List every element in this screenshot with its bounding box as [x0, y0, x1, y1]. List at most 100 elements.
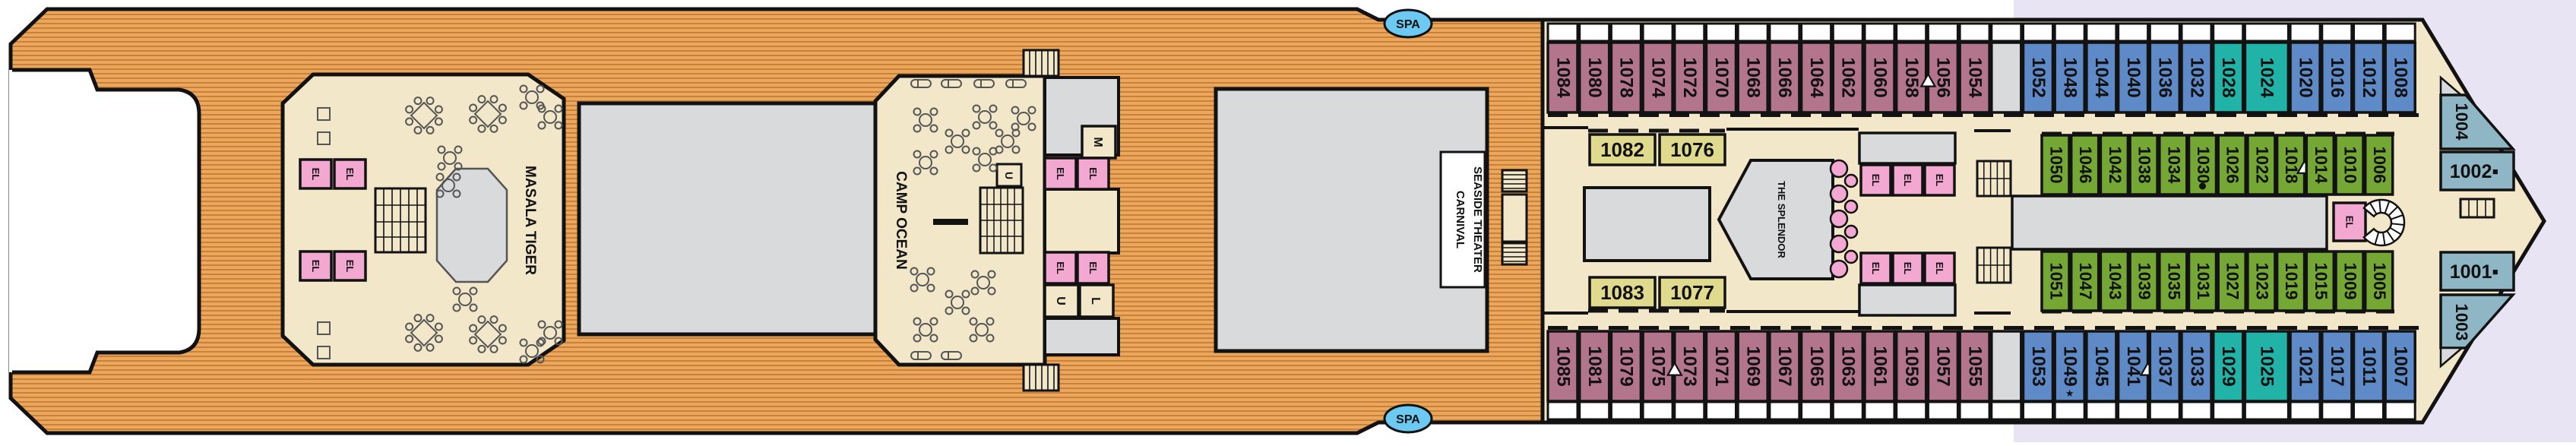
cabin-1040[interactable]: 1040: [2116, 22, 2150, 114]
cabin-1024[interactable]: 1024: [2243, 22, 2290, 114]
cabin-1080[interactable]: 1080: [1578, 22, 1611, 114]
cabin-1042[interactable]: 1042: [2099, 134, 2130, 196]
cabin-1073[interactable]: 1073: [1666, 330, 1706, 421]
cabin-1009[interactable]: 1009: [2334, 250, 2365, 312]
cabin-1048[interactable]: 1048: [2053, 22, 2086, 114]
cabin-1063[interactable]: 1063: [1831, 330, 1865, 421]
cabin-1005[interactable]: 1005: [2363, 250, 2394, 312]
cabin-1002[interactable]: 1002▪: [2439, 150, 2515, 191]
cabin-1052[interactable]: 1052: [2021, 22, 2055, 114]
balcony: [2321, 22, 2353, 43]
cabin-number: 1016: [2327, 57, 2347, 97]
cabin-1078[interactable]: 1078: [1609, 22, 1643, 114]
cabin-1031[interactable]: 1031: [2187, 250, 2218, 312]
cabin-1016[interactable]: 1016: [2321, 22, 2353, 114]
cabin-number: 1018: [2282, 147, 2301, 184]
cabin-1069[interactable]: 1069: [1736, 330, 1769, 421]
cabin-1065[interactable]: 1065: [1799, 330, 1833, 421]
cabin-1084[interactable]: 1084: [1546, 22, 1579, 114]
cabin-number: 1062: [1838, 57, 1859, 97]
cabin-1045[interactable]: 1045: [2085, 330, 2118, 421]
cabin-1026[interactable]: 1026: [2217, 134, 2247, 196]
cabin-1081[interactable]: 1081: [1578, 330, 1611, 421]
cabin-1047[interactable]: 1047: [2069, 250, 2100, 312]
elevator: EL: [1859, 251, 1892, 285]
cabin-1066[interactable]: 1066: [1768, 22, 1801, 114]
cabin-1058[interactable]: 1058: [1894, 22, 1928, 114]
cabin-1001[interactable]: 1001▪: [2439, 251, 2515, 292]
dot-marker: [2199, 182, 2206, 190]
cabin-1044[interactable]: 1044: [2085, 22, 2118, 114]
cabin-1056[interactable]: 1056: [1919, 22, 1960, 114]
cabin-1041[interactable]: 1041: [2116, 330, 2157, 421]
cabin-1072[interactable]: 1072: [1673, 22, 1706, 114]
cabin-1075[interactable]: 1075: [1641, 330, 1674, 421]
cabin-1050[interactable]: 1050: [2040, 134, 2071, 196]
cabin-1077[interactable]: 1077: [1658, 276, 1726, 309]
cabin-1022[interactable]: 1022: [2246, 134, 2277, 196]
cabin-1079[interactable]: 1079: [1609, 330, 1643, 421]
cabin-1054[interactable]: 1054: [1958, 22, 1991, 114]
cabin-1051[interactable]: 1051: [2040, 250, 2071, 312]
cabin-1018[interactable]: 1018: [2275, 134, 2313, 196]
cabin-1043[interactable]: 1043: [2099, 250, 2130, 312]
cabin-1074[interactable]: 1074: [1641, 22, 1674, 114]
cabin-1015[interactable]: 1015: [2305, 250, 2336, 312]
cabin-number: 1050: [2047, 147, 2066, 184]
cabin-1070[interactable]: 1070: [1704, 22, 1738, 114]
cabin-1028[interactable]: 1028: [2211, 22, 2245, 114]
cabin-1038[interactable]: 1038: [2128, 134, 2159, 196]
cabin-1012[interactable]: 1012: [2352, 22, 2385, 114]
cabin-1008[interactable]: 1008: [2384, 22, 2416, 114]
cabin-number: 1044: [2091, 57, 2112, 98]
cabin-1019[interactable]: 1019: [2275, 250, 2306, 312]
cabin-1004[interactable]: 1004: [2439, 93, 2516, 150]
cabin-1029[interactable]: 1029: [2211, 330, 2245, 421]
star-marker: ★: [2065, 387, 2074, 399]
cabin-1076[interactable]: 1076: [1658, 133, 1726, 166]
elevator: EL: [2332, 201, 2367, 242]
cabin-1027[interactable]: 1027: [2217, 250, 2247, 312]
cabin-1055[interactable]: 1055: [1958, 330, 1991, 421]
cabin-1034[interactable]: 1034: [2158, 134, 2188, 196]
cabin-1020[interactable]: 1020: [2289, 22, 2321, 114]
theater-stage: [1501, 169, 1528, 266]
cabin-1057[interactable]: 1057: [1926, 330, 1960, 421]
cabin-1049[interactable]: 1049★: [2053, 330, 2086, 421]
cabin-1023[interactable]: 1023: [2246, 250, 2277, 312]
cabin-1014[interactable]: 1014: [2305, 134, 2336, 196]
cabin-1007[interactable]: 1007: [2384, 330, 2416, 421]
cabin-1025[interactable]: 1025: [2243, 330, 2290, 421]
cabin-1006[interactable]: 1006: [2363, 134, 2394, 196]
cabin-number: 1029: [2218, 346, 2239, 386]
cabin-1035[interactable]: 1035: [2158, 250, 2188, 312]
cabin-number: 1068: [1743, 57, 1764, 97]
cabin-1010[interactable]: 1010: [2334, 134, 2365, 196]
cabin-number: 1027: [2223, 263, 2242, 300]
elevator: EL: [299, 158, 333, 190]
cabin-1011[interactable]: 1011: [2352, 330, 2385, 421]
cabin-1067[interactable]: 1067: [1768, 330, 1801, 421]
cabin-1017[interactable]: 1017: [2321, 330, 2353, 421]
cabin-1039[interactable]: 1039: [2128, 250, 2159, 312]
cabin-1083[interactable]: 1083: [1588, 276, 1657, 309]
elevator: EL: [1043, 251, 1078, 285]
cabin-1032[interactable]: 1032: [2180, 22, 2213, 114]
cabin-1064[interactable]: 1064: [1799, 22, 1833, 114]
cabin-1059[interactable]: 1059: [1894, 330, 1928, 421]
cabin-1003[interactable]: 1003: [2439, 293, 2516, 350]
cabin-1037[interactable]: 1037: [2148, 330, 2182, 421]
cabin-1033[interactable]: 1033: [2180, 330, 2213, 421]
cabin-1071[interactable]: 1071: [1704, 330, 1738, 421]
cabin-1085[interactable]: 1085: [1546, 330, 1579, 421]
cabin-1036[interactable]: 1036: [2148, 22, 2182, 114]
cabin-1021[interactable]: 1021: [2289, 330, 2321, 421]
cabin-1060[interactable]: 1060: [1863, 22, 1896, 114]
cabin-1046[interactable]: 1046: [2069, 134, 2100, 196]
cabin-1030[interactable]: 1030: [2187, 134, 2218, 196]
cabin-1062[interactable]: 1062: [1831, 22, 1865, 114]
cabin-1061[interactable]: 1061: [1863, 330, 1896, 421]
cabin-1068[interactable]: 1068: [1736, 22, 1769, 114]
cabin-1082[interactable]: 1082: [1588, 133, 1657, 166]
cabin-1053[interactable]: 1053: [2021, 330, 2055, 421]
